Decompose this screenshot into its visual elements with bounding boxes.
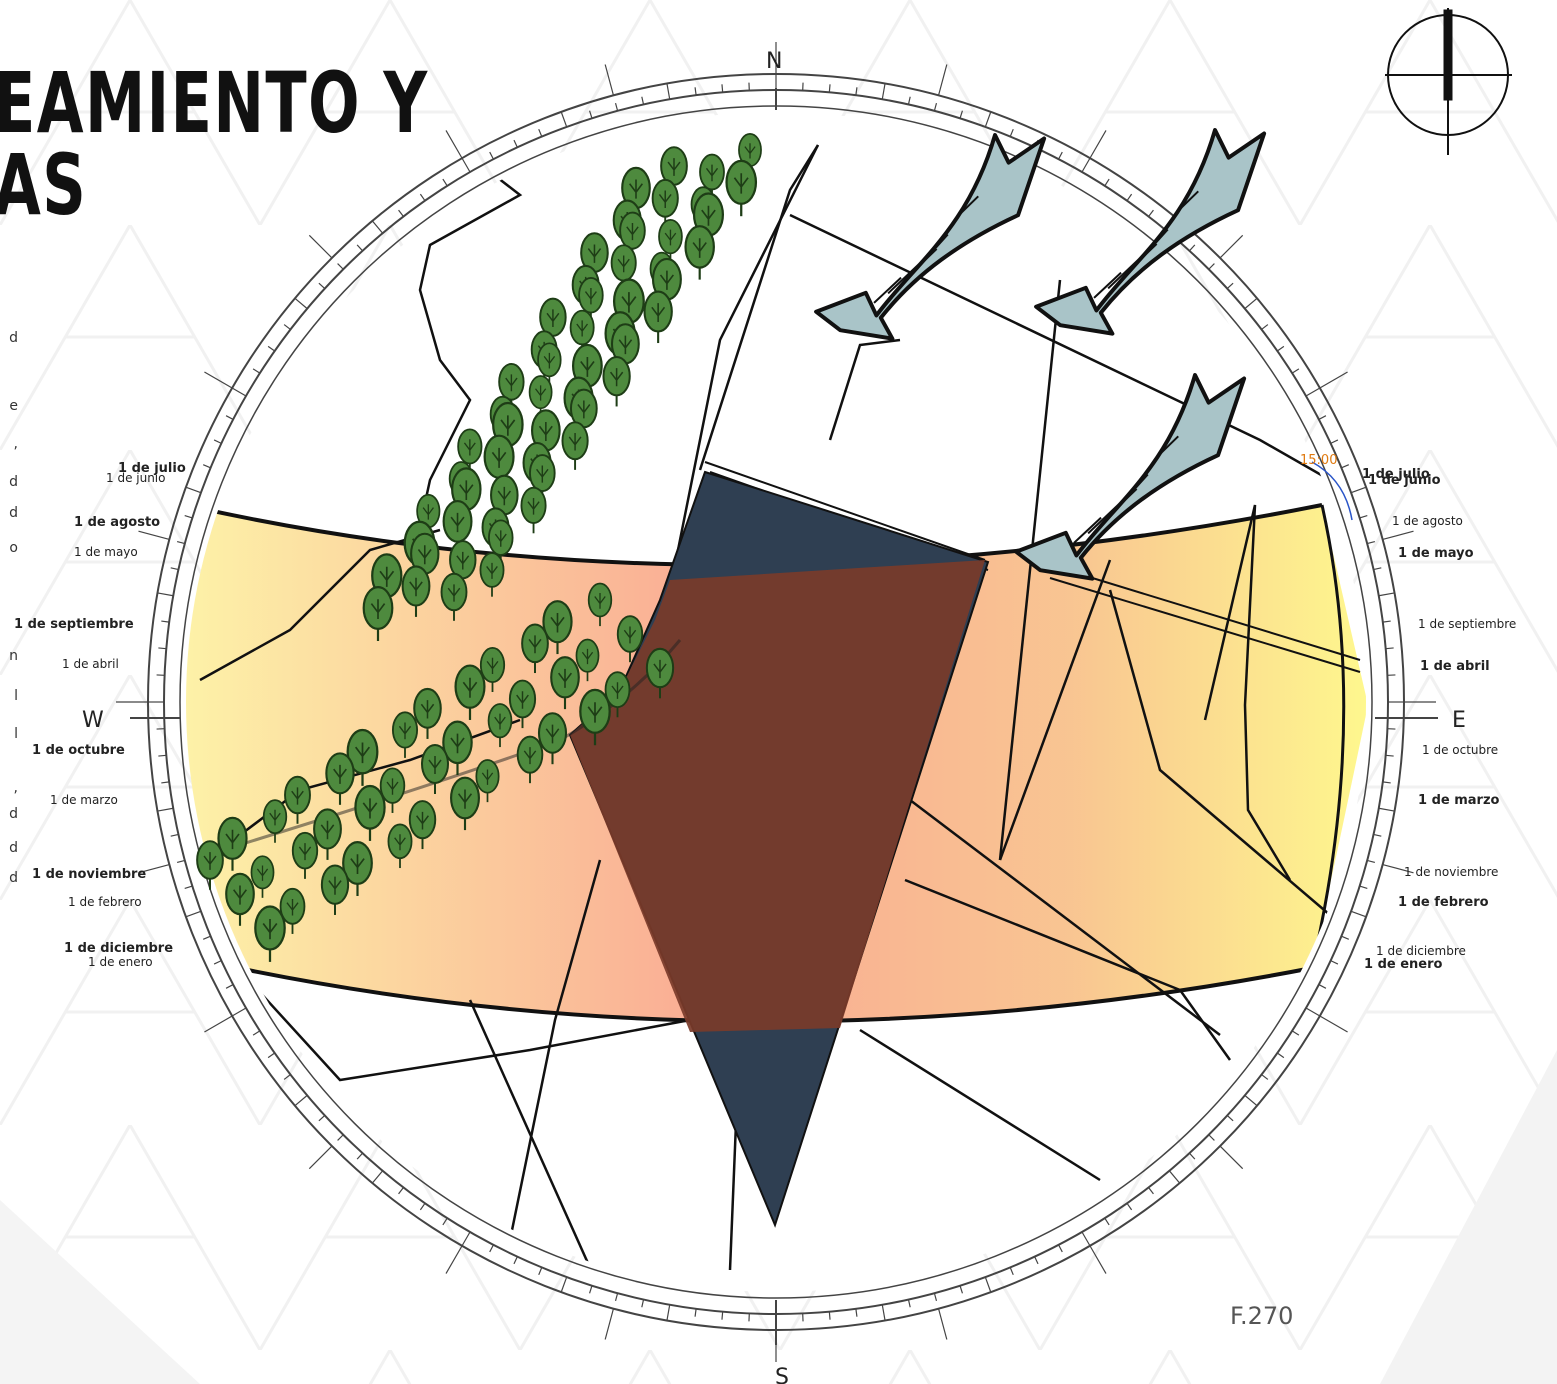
edge-text-fragment: d — [9, 806, 18, 822]
svg-text:15:00: 15:00 — [1300, 453, 1337, 468]
edge-text-fragment: d — [9, 505, 18, 521]
month-label: 1 de diciembre — [1376, 944, 1466, 958]
compass-south: S — [775, 1365, 789, 1384]
month-label: 1 de mayo — [1398, 546, 1474, 561]
month-label: 1 de octubre — [1422, 743, 1498, 757]
month-label: 1 de abril — [62, 657, 119, 671]
month-label: 1 de diciembre — [64, 941, 173, 956]
month-label: 1 de noviembre — [32, 867, 146, 882]
month-label: 1 de junio — [1368, 473, 1441, 488]
edge-text-fragment: l — [14, 726, 18, 742]
edge-text-fragment: o — [9, 540, 18, 556]
edge-text-fragment: , — [13, 780, 18, 796]
month-label: 1 de marzo — [50, 793, 118, 807]
compass-east: E — [1452, 708, 1466, 733]
month-label: 1 de junio — [106, 471, 165, 485]
month-label: 1 de agosto — [74, 515, 160, 530]
month-label: 1 de mayo — [74, 545, 138, 559]
month-label: 1 de julio — [118, 461, 186, 476]
month-label: 1 de marzo — [1418, 793, 1500, 808]
month-label: 1 de agosto — [1392, 514, 1463, 528]
compass-west: W — [82, 708, 104, 733]
edge-text-fragment: d — [9, 870, 18, 886]
page-title-line-1: EAMIENTO Y — [0, 54, 429, 152]
month-label: 1 de enero — [88, 955, 153, 969]
edge-text-fragment: d — [9, 474, 18, 490]
compass-ring — [116, 42, 1438, 1362]
month-label: 1 de enero — [1364, 957, 1443, 972]
month-label: 1 de abril — [1420, 659, 1490, 674]
month-label: 1 de septiembre — [14, 617, 134, 632]
month-label: 1 de noviembre — [1404, 865, 1498, 879]
month-label: 1 de octubre — [32, 743, 125, 758]
edge-text-fragment: l — [14, 688, 18, 704]
month-label: 1 de julio — [1362, 467, 1430, 482]
north-arrow-icon — [1385, 8, 1512, 155]
time-marker: 15:00 — [1300, 453, 1353, 521]
edge-text-fragment: e — [9, 398, 18, 414]
figure-label: F.270 — [1230, 1302, 1294, 1330]
edge-text-fragment: d — [9, 840, 18, 856]
edge-text-fragment: , — [13, 436, 18, 452]
month-label: 1 de septiembre — [1418, 617, 1516, 631]
month-label: 1 de febrero — [68, 895, 142, 909]
month-label: 1 de febrero — [1398, 895, 1489, 910]
edge-text-fragment: d — [9, 330, 18, 346]
edge-text-fragment: n — [9, 648, 18, 664]
page-title-line-2: AS — [0, 136, 88, 234]
building-shadow-overlap — [570, 560, 985, 1032]
compass-north: N — [766, 49, 782, 74]
